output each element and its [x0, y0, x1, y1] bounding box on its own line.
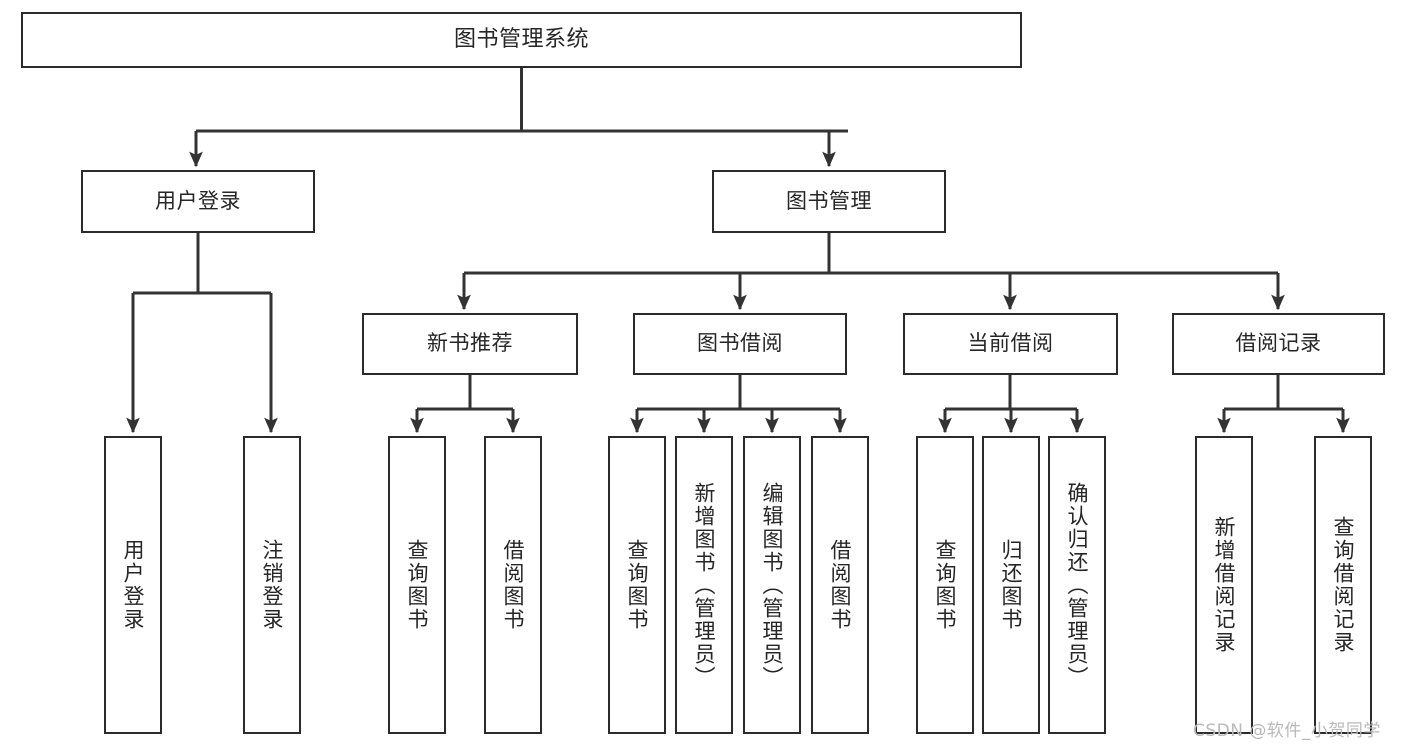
node-leaf-add-book[interactable]: 新增图书（管理员） [675, 436, 733, 734]
node-leaf-logout[interactable]: 注销登录 [243, 436, 301, 734]
node-leaf-query-book-2-label: 查询图书 [625, 539, 650, 631]
node-current-borrow-label: 当前借阅 [967, 331, 1054, 356]
node-book-borrow[interactable]: 图书借阅 [633, 313, 847, 375]
node-leaf-add-book-label: 新增图书（管理员） [692, 481, 717, 689]
node-root-label: 图书管理系统 [453, 26, 589, 52]
node-leaf-confirm-return-label: 确认归还（管理员） [1065, 481, 1090, 689]
node-current-borrow[interactable]: 当前借阅 [903, 313, 1118, 375]
node-leaf-confirm-return[interactable]: 确认归还（管理员） [1048, 436, 1106, 734]
node-leaf-query-book-2[interactable]: 查询图书 [608, 436, 666, 734]
node-leaf-borrow-book-1[interactable]: 借阅图书 [484, 436, 542, 734]
node-book-manage[interactable]: 图书管理 [712, 170, 946, 233]
node-leaf-query-record[interactable]: 查询借阅记录 [1314, 436, 1372, 734]
node-leaf-return-book-label: 归还图书 [999, 539, 1024, 631]
node-book-manage-label: 图书管理 [786, 188, 872, 213]
node-leaf-user-login-label: 用户登录 [121, 539, 146, 631]
node-borrow-record-label: 借阅记录 [1235, 331, 1322, 356]
node-leaf-borrow-book-1-label: 借阅图书 [501, 539, 526, 631]
node-leaf-add-record[interactable]: 新增借阅记录 [1195, 436, 1253, 734]
node-leaf-return-book[interactable]: 归还图书 [982, 436, 1040, 734]
node-leaf-logout-label: 注销登录 [260, 539, 285, 631]
node-new-book-rec[interactable]: 新书推荐 [362, 313, 578, 375]
node-borrow-record[interactable]: 借阅记录 [1172, 313, 1385, 375]
node-leaf-query-book-3-label: 查询图书 [933, 539, 958, 631]
node-leaf-borrow-book-2[interactable]: 借阅图书 [811, 436, 869, 734]
node-book-borrow-label: 图书借阅 [697, 331, 783, 356]
node-new-book-rec-label: 新书推荐 [427, 331, 513, 356]
node-leaf-user-login[interactable]: 用户登录 [104, 436, 162, 734]
node-leaf-edit-book[interactable]: 编辑图书（管理员） [743, 436, 801, 734]
node-leaf-query-book-3[interactable]: 查询图书 [916, 436, 974, 734]
node-leaf-query-book-1[interactable]: 查询图书 [388, 436, 446, 734]
node-leaf-edit-book-label: 编辑图书（管理员） [760, 481, 785, 689]
node-user-login-label: 用户登录 [155, 188, 241, 213]
csdn-watermark: CSDN @软件_小贺同学 [1193, 721, 1381, 741]
node-user-login[interactable]: 用户登录 [81, 170, 315, 233]
node-root[interactable]: 图书管理系统 [21, 12, 1022, 68]
node-leaf-query-book-1-label: 查询图书 [405, 539, 430, 631]
node-leaf-query-record-label: 查询借阅记录 [1331, 516, 1356, 654]
node-leaf-borrow-book-2-label: 借阅图书 [828, 539, 853, 631]
node-leaf-add-record-label: 新增借阅记录 [1212, 516, 1237, 654]
